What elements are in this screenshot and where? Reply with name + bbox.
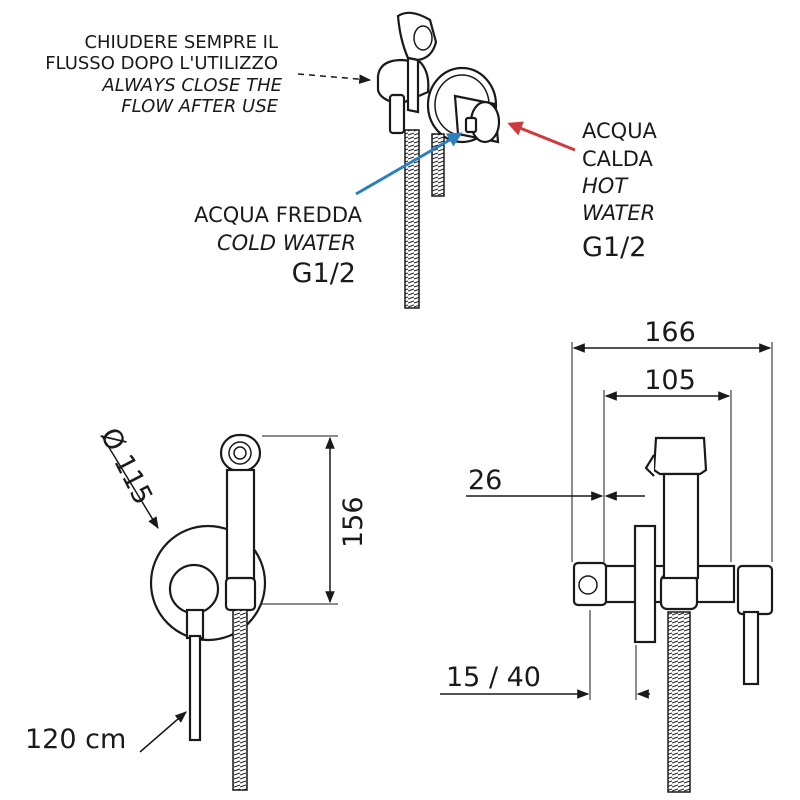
- hot-label-en-2: WATER: [582, 201, 655, 225]
- dim-hose: 120 cm: [25, 724, 126, 755]
- cold-thread: G1/2: [292, 258, 356, 289]
- cold-label-en: COLD WATER: [217, 231, 356, 255]
- hot-water-arrow: [507, 121, 576, 152]
- note-close-en-2: FLOW AFTER USE: [121, 96, 278, 117]
- cold-water-arrow: [355, 132, 463, 196]
- dim-width-total: 166: [644, 317, 696, 348]
- note-arrow: [297, 73, 372, 84]
- dim-width-partial: 105: [644, 365, 696, 396]
- dim-diameter: Ø 115: [94, 423, 159, 510]
- hot-thread: G1/2: [582, 232, 646, 263]
- hose-leader: [139, 711, 187, 753]
- dim-height: 156: [338, 496, 369, 548]
- note-close-en-1: ALWAYS CLOSE THE: [101, 75, 282, 96]
- hot-label-en-1: HOT: [582, 174, 629, 198]
- front-view: [149, 433, 267, 791]
- perspective-view: [376, 11, 501, 309]
- diameter-leader: [101, 435, 159, 530]
- cold-label-it: ACQUA FREDDA: [194, 203, 363, 227]
- dim-depth-small: 26: [468, 465, 502, 496]
- note-close-it-2: FLUSSO DOPO L'UTILIZZO: [45, 53, 278, 74]
- hot-label-it-2: CALDA: [582, 147, 654, 171]
- hot-label-it-1: ACQUA: [582, 119, 658, 143]
- side-view: [572, 436, 774, 793]
- note-close-it-1: CHIUDERE SEMPRE IL: [84, 32, 278, 53]
- dim-depth-range: 15 / 40: [446, 662, 541, 693]
